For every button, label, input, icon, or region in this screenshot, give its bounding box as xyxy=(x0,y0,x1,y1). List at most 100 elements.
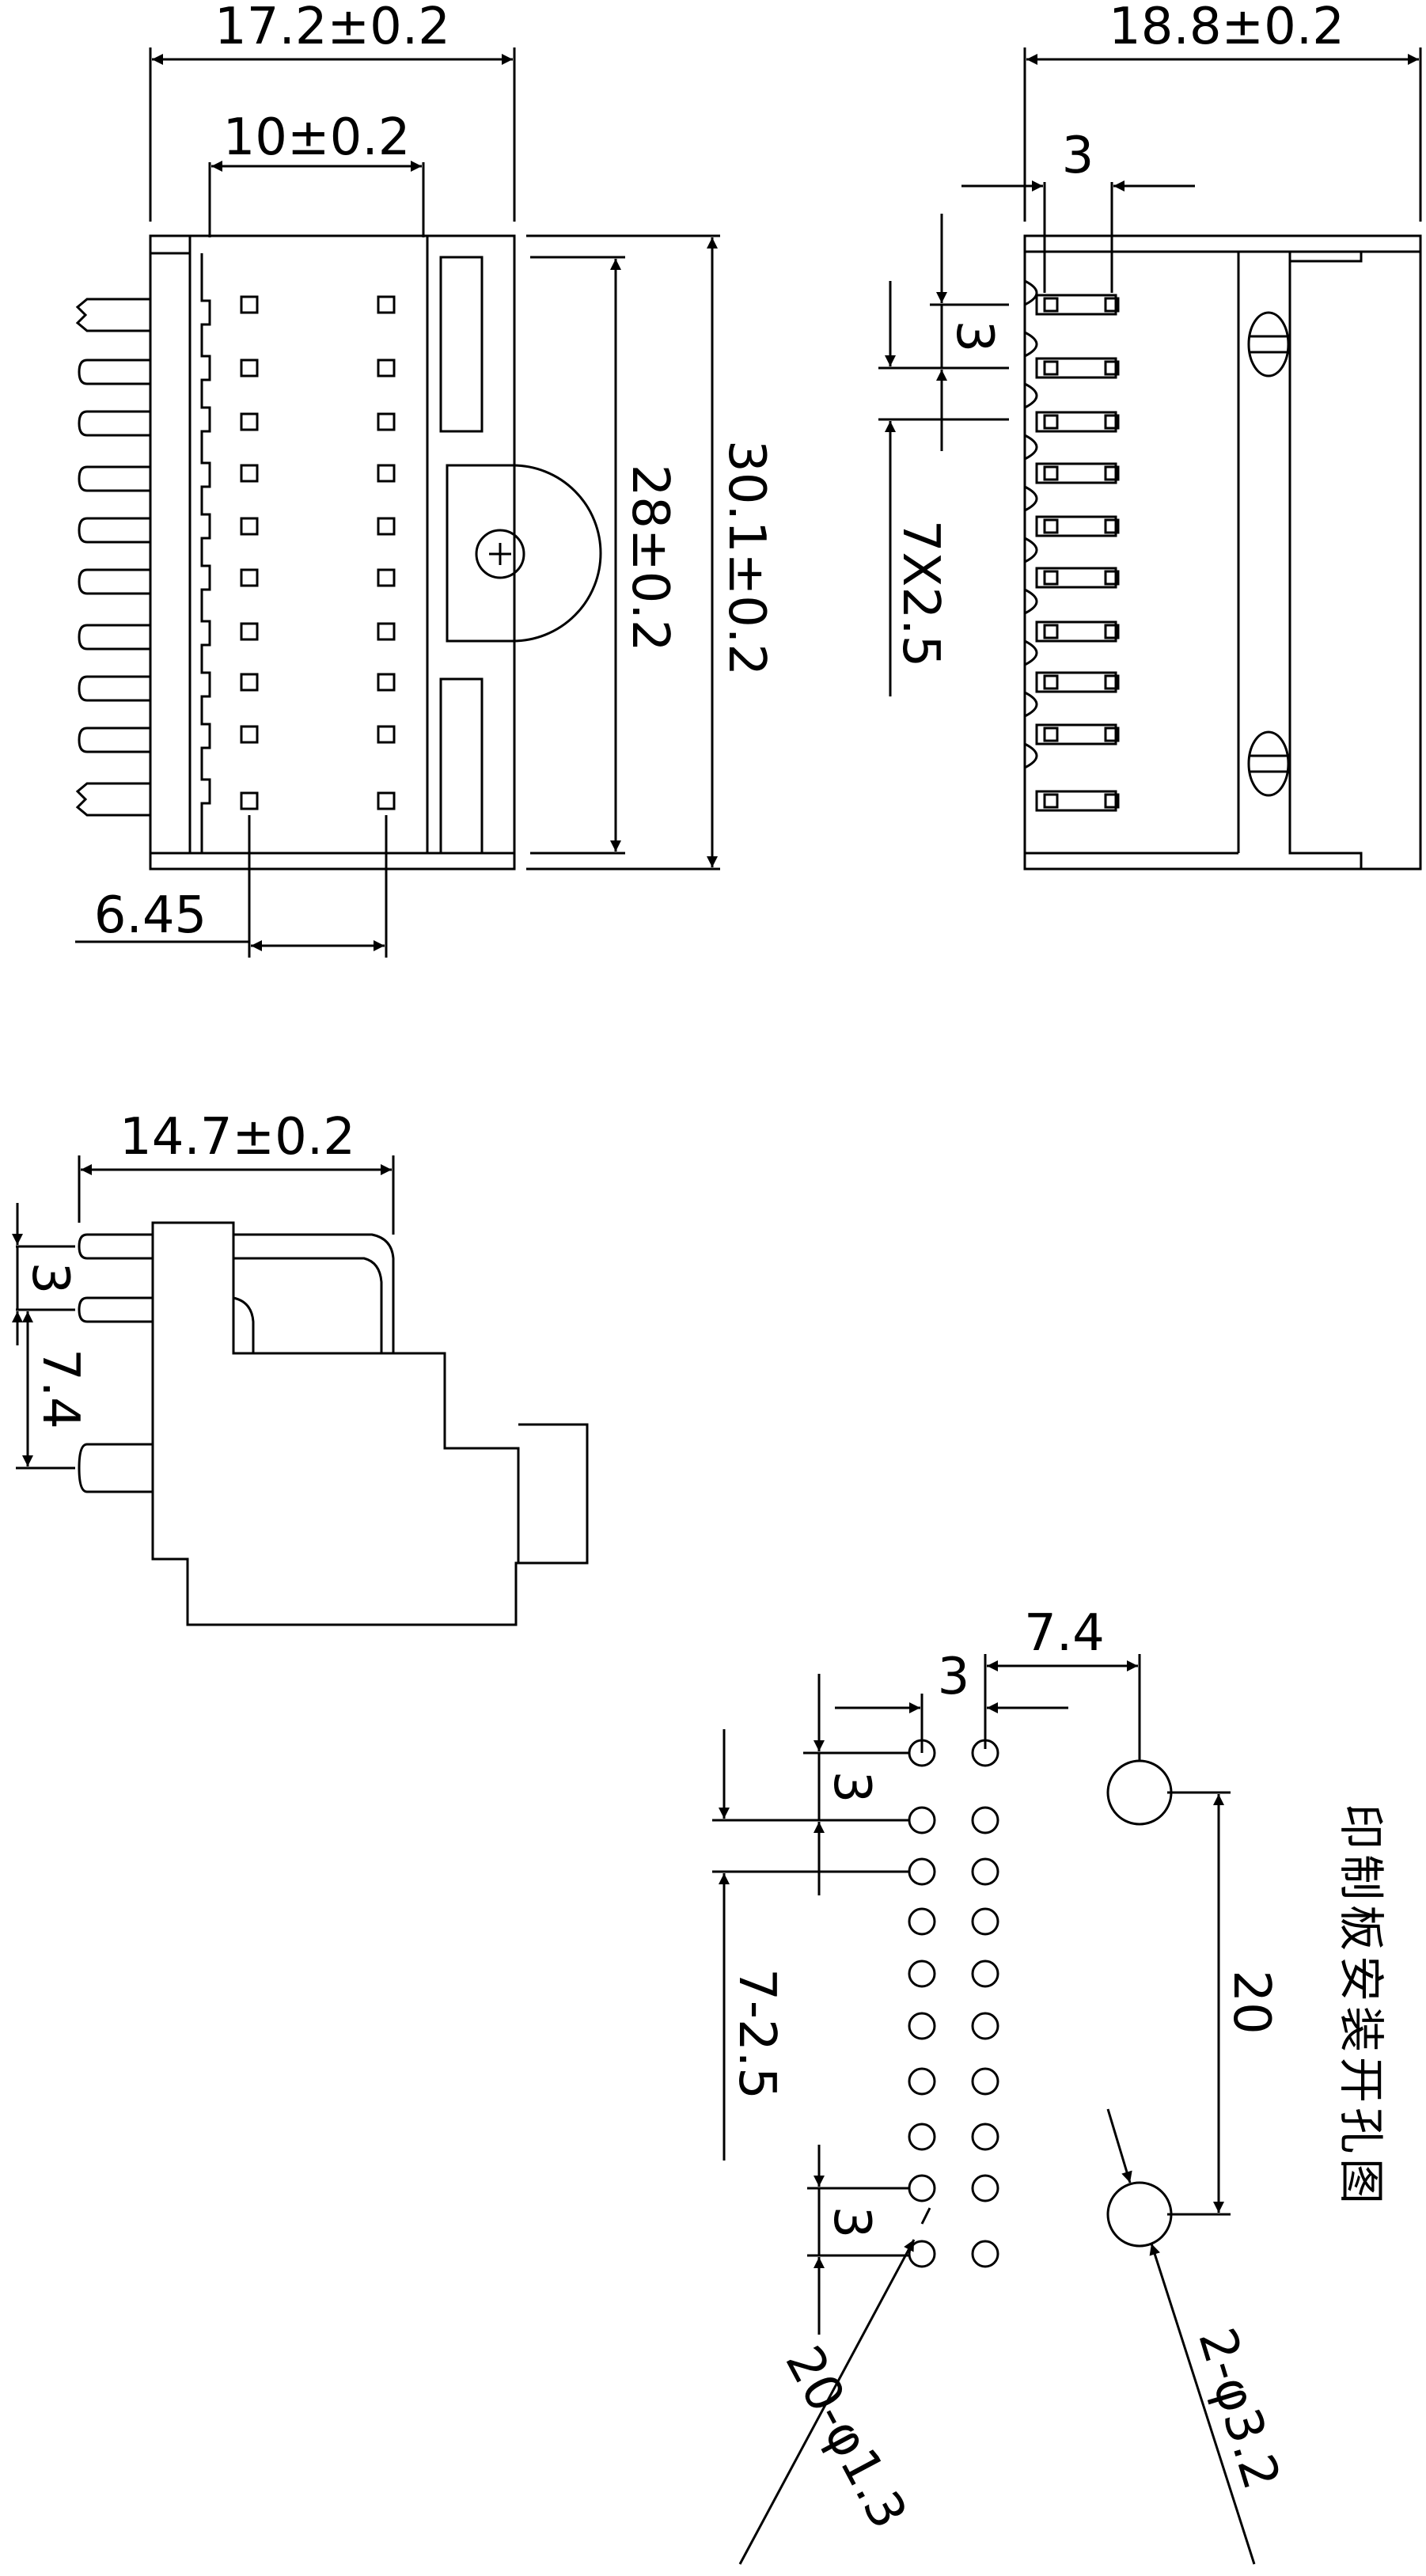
pcb-pin-hole xyxy=(908,2012,936,2040)
rear-contact-plate xyxy=(1035,462,1117,484)
front-contact-square xyxy=(377,622,396,641)
label-side-pin-offset: 7.4 xyxy=(31,1349,89,1429)
rear-contact-square xyxy=(1104,570,1120,586)
front-key-hole xyxy=(475,529,525,579)
label-rear-col-pitch: 3 xyxy=(1062,127,1094,185)
rear-contact-square xyxy=(1043,624,1059,639)
rear-latch-top xyxy=(1247,311,1290,377)
front-external-pins xyxy=(75,298,150,817)
label-side-depth: 14.7±0.2 xyxy=(119,1108,355,1167)
front-contact-grid xyxy=(240,295,396,810)
rear-contact-square xyxy=(1104,624,1120,639)
pcb-leader-mount-holes xyxy=(1149,2243,1256,2565)
front-contact-square xyxy=(240,568,259,587)
rear-contact-square xyxy=(1104,793,1120,809)
pcb-pin-hole xyxy=(908,2123,936,2151)
pcb-pin-hole xyxy=(971,2240,999,2268)
label-pcb-mount-spacing: 20 xyxy=(1222,1970,1280,2034)
label-pcb-row-spacing: 7-2.5 xyxy=(727,1968,786,2100)
pcb-pin-hole xyxy=(908,1907,936,1936)
rear-latch-bottom xyxy=(1247,730,1290,797)
rear-contact-plate xyxy=(1035,723,1117,745)
pcb-pin-hole xyxy=(971,2012,999,2040)
label-pcb-col-pitch: 3 xyxy=(938,1648,970,1706)
front-contact-square xyxy=(240,622,259,641)
front-contact-square xyxy=(377,517,396,536)
front-key-bump xyxy=(446,464,602,643)
dimension-labels: 17.2±0.2 10±0.2 28±0.2 30.1±0.2 6.45 18.… xyxy=(21,0,1388,2538)
front-contact-square xyxy=(240,791,259,810)
rear-contact-plate xyxy=(1035,515,1117,537)
front-contact-square xyxy=(377,464,396,483)
rear-contact-plate xyxy=(1035,294,1117,316)
front-contact-square xyxy=(240,295,259,314)
rear-contact-square xyxy=(1043,570,1059,586)
label-front-inner-height: 28±0.2 xyxy=(620,465,679,652)
rear-scalloped-edge xyxy=(1023,252,1038,853)
side-body-outline xyxy=(151,1221,520,1626)
pcb-mount-hole-top xyxy=(1106,1759,1173,1826)
rear-contact-square xyxy=(1043,360,1059,376)
pcb-pin-hole xyxy=(908,1806,936,1834)
front-contact-square xyxy=(377,725,396,744)
pcb-leader-pin-holes xyxy=(738,2239,916,2565)
label-front-pitch-span: 10±0.2 xyxy=(223,108,411,167)
rear-contact-square xyxy=(1104,674,1120,690)
rear-body-outline xyxy=(1023,234,1422,871)
rear-contact-plate xyxy=(1035,357,1117,379)
pcb-layout-view xyxy=(712,1654,1256,2565)
rear-view xyxy=(878,47,1422,871)
label-pcb-row-pitch-bottom: 3 xyxy=(822,2206,881,2239)
front-contact-square xyxy=(240,412,259,431)
front-inner-frame xyxy=(188,234,429,855)
rear-contact-square xyxy=(1043,297,1059,313)
front-contact-square xyxy=(240,464,259,483)
label-rear-row-pitch: 3 xyxy=(945,321,1003,353)
label-pcb-hole-offset: 7.4 xyxy=(1024,1604,1105,1663)
rear-contact-plate xyxy=(1035,790,1117,812)
pcb-pin-hole xyxy=(971,1907,999,1936)
label-pcb-row-pitch-top: 3 xyxy=(822,1771,881,1804)
front-contact-square xyxy=(240,673,259,692)
front-contact-square xyxy=(240,359,259,377)
side-pin-upper xyxy=(78,1233,153,1260)
rear-contact-square xyxy=(1043,793,1059,809)
rear-contact-plate xyxy=(1035,620,1117,643)
rear-contact-square xyxy=(1104,297,1120,313)
rear-contact-square xyxy=(1104,360,1120,376)
rear-contact-square xyxy=(1043,414,1059,430)
pcb-pin-hole xyxy=(971,2123,999,2151)
pcb-pin-hole xyxy=(971,1857,999,1886)
front-contact-square xyxy=(377,568,396,587)
front-contact-square xyxy=(377,673,396,692)
label-pcb-caption: 印制板安装开孔图 xyxy=(1334,1804,1388,2209)
pcb-pin-hole xyxy=(908,2067,936,2096)
rear-contact-square xyxy=(1043,465,1059,481)
pcb-pin-hole xyxy=(908,1960,936,1988)
pcb-pin-hole xyxy=(971,1806,999,1834)
front-contact-square xyxy=(377,359,396,377)
label-rear-width: 18.8±0.2 xyxy=(1109,0,1344,56)
pcb-pin-hole xyxy=(971,2067,999,2096)
rear-contact-square xyxy=(1043,518,1059,534)
rear-contact-square xyxy=(1104,727,1120,742)
side-pin-middle xyxy=(78,1296,153,1323)
rear-contact-square xyxy=(1104,465,1120,481)
label-pcb-mount-holes: 2-φ3.2 xyxy=(1186,2322,1291,2496)
label-front-outer-height: 30.1±0.2 xyxy=(717,440,776,676)
front-latch-slot-top xyxy=(439,256,484,433)
pcb-pin-hole xyxy=(971,1960,999,1988)
label-rear-row-spacing: 7X2.5 xyxy=(891,520,950,667)
pcb-pin-hole xyxy=(908,2174,936,2202)
front-contact-square xyxy=(377,412,396,431)
front-body-outline xyxy=(149,234,516,871)
pcb-mount-hole-bottom xyxy=(1106,2181,1173,2248)
side-key-bump xyxy=(518,1423,589,1565)
rear-contact-square xyxy=(1104,414,1120,430)
front-contact-square xyxy=(240,517,259,536)
rear-contact-plate xyxy=(1035,671,1117,693)
front-pin-edge xyxy=(200,253,211,853)
front-contact-square xyxy=(377,791,396,810)
front-view xyxy=(75,47,720,958)
